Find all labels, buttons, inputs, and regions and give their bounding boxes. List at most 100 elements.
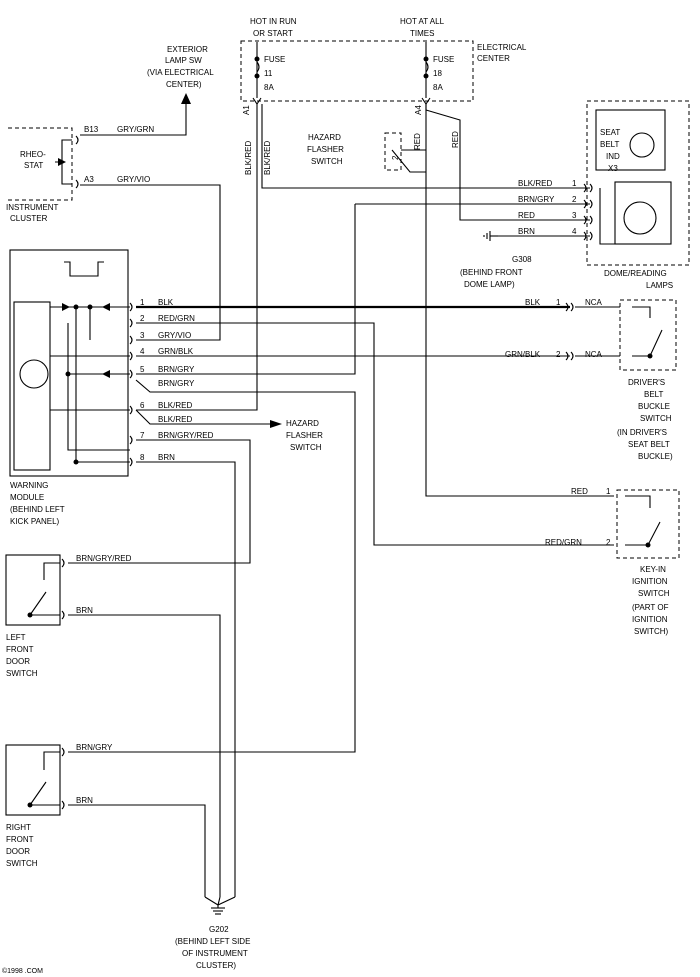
rheostat-wiper-icon xyxy=(58,158,66,166)
fuse-18-symbol xyxy=(425,61,429,73)
ignition-label-2: IGNITION xyxy=(632,577,668,586)
exterior-lamp-label-3: (VIA ELECTRICAL xyxy=(147,68,214,77)
ignition-switch-box xyxy=(616,489,680,559)
right-front-door-switch: BRN/GRY BRN RIGHT FRONT DOOR SWITCH xyxy=(5,743,113,868)
g308-label-2: (BEHIND FRONT xyxy=(460,268,523,277)
g202-label-4: CLUSTER) xyxy=(196,961,236,970)
ignition-wire-2-label: RED/GRN xyxy=(545,538,582,547)
blk-red-label-1: BLK/RED xyxy=(244,141,253,175)
g202-label-3: OF INSTRUMENT xyxy=(182,949,248,958)
dome-lamp-internal xyxy=(599,188,615,245)
buckle-label-7: BUCKLE) xyxy=(638,452,673,461)
buckle-connector-1 xyxy=(565,302,574,312)
right-door-label-3: DOOR xyxy=(6,847,30,856)
module-trace-7 xyxy=(75,307,130,463)
junction-dot xyxy=(73,304,79,310)
hot-at-all-times-label: HOT AT ALL xyxy=(400,17,445,26)
fuse-11-dot-bottom xyxy=(254,73,260,79)
g202-label-2: (BEHIND LEFT SIDE xyxy=(175,937,250,946)
buckle-label-5: (IN DRIVER'S xyxy=(617,428,667,437)
warning-module-pin-label: 1 xyxy=(140,298,145,307)
rheostat-label-1: RHEO- xyxy=(20,150,46,159)
buckle-nca-2-label: NCA xyxy=(585,350,603,359)
warning-module-wire-label: BLK/RED xyxy=(158,401,192,410)
hazard-arrow-label-2: FLASHER xyxy=(286,431,323,440)
g202-label-1: G202 xyxy=(209,925,229,934)
warning-module-pin-connector xyxy=(129,335,133,345)
chime-icon xyxy=(64,261,104,277)
module-trace-2 xyxy=(67,323,130,451)
left-door-label-1: LEFT xyxy=(6,633,26,642)
diode-icon-3 xyxy=(102,370,110,378)
fuse-18-label: FUSE xyxy=(433,55,454,64)
hazard-label-2: FLASHER xyxy=(307,145,344,154)
fuse-18-rating: 8A xyxy=(433,83,443,92)
warning-module-wire-label: BRN xyxy=(158,453,175,462)
wire-blk-red-dome xyxy=(261,104,590,189)
electrical-center-label: ELECTRICAL xyxy=(477,43,527,52)
left-door-switch-icon xyxy=(28,562,60,616)
seat-belt-label-2: BELT xyxy=(600,140,620,149)
rheostat-line-top xyxy=(55,139,72,163)
exterior-lamp-label-4: CENTER) xyxy=(166,80,202,89)
wire-brn-right-door-ground xyxy=(68,804,206,897)
right-door-switch-dot xyxy=(27,802,33,808)
hot-at-all-times-label-2: TIMES xyxy=(410,29,434,38)
warning-module-label-1: WARNING xyxy=(10,481,48,490)
dome-pin-label: 2 xyxy=(572,195,577,204)
warning-module-label-3: (BEHIND LEFT xyxy=(10,505,65,514)
dome-pin-label: 3 xyxy=(572,211,577,220)
warning-module-pin-label: 5 xyxy=(140,365,145,374)
warning-module-wire-label: GRN/BLK xyxy=(158,347,194,356)
wire-gry-grn xyxy=(80,104,187,136)
warning-module-pin-label: 8 xyxy=(140,453,145,462)
dome-wire-label: RED xyxy=(518,211,535,220)
pin-a4-label: A4 xyxy=(414,105,423,115)
dome-pin-label: 4 xyxy=(572,227,577,236)
warning-module-wire-label: RED/GRN xyxy=(158,314,195,323)
warning-module: WARNING MODULE (BEHIND LEFT KICK PANEL) xyxy=(9,249,129,526)
right-door-label-4: SWITCH xyxy=(6,859,38,868)
dome-pin-connector xyxy=(583,215,587,225)
hazard-flasher-switch: HAZARD FLASHER SWITCH 2 xyxy=(307,132,402,171)
g308-label-1: G308 xyxy=(512,255,532,264)
wire-gry-vio xyxy=(80,184,221,341)
left-door-label-3: DOOR xyxy=(6,657,30,666)
electrical-center-box xyxy=(240,40,474,102)
warning-module-pin-label: 3 xyxy=(140,331,145,340)
warning-module-wire-label: BLK xyxy=(158,298,174,307)
ignition-label-3: SWITCH xyxy=(638,589,670,598)
wire-red-dome xyxy=(425,104,590,221)
dome-wire-label: BLK/RED xyxy=(518,179,552,188)
hazard-label-1: HAZARD xyxy=(308,133,341,142)
left-door-wire-2-label: BRN xyxy=(76,606,93,615)
fuse-11-symbol xyxy=(256,61,260,73)
warning-module-label-2: MODULE xyxy=(10,493,44,502)
buckle-label-6: SEAT BELT xyxy=(628,440,670,449)
warning-module-inner xyxy=(13,301,51,471)
pin-a1-label: A1 xyxy=(242,105,251,115)
wire-brn-gry-dome-link xyxy=(136,204,356,375)
left-door-label-2: FRONT xyxy=(6,645,34,654)
dome-pin-connector xyxy=(589,183,593,193)
ignition-label-1: KEY-IN xyxy=(640,565,666,574)
wire-hazard-link xyxy=(391,149,426,173)
warning-module-pin-connector xyxy=(129,302,133,312)
dome-lamp-label-2: LAMPS xyxy=(646,281,673,290)
electrical-center-label-2: CENTER xyxy=(477,54,510,63)
blk-red-label-2: BLK/RED xyxy=(263,141,272,175)
hazard-switch-box xyxy=(384,132,402,171)
buckle-label-4: SWITCH xyxy=(640,414,672,423)
seat-belt-indicator-icon xyxy=(629,132,655,158)
key-in-ignition-switch: RED 1 RED/GRN 2 KEY-IN IGNITION SWITCH (… xyxy=(545,487,680,636)
warning-module-pin-label: 4 xyxy=(140,347,145,356)
warning-module-wire-label: BLK/RED xyxy=(158,415,192,424)
ground-g308: G308 (BEHIND FRONT DOME LAMP) xyxy=(460,231,532,289)
warning-module-pin-connector xyxy=(129,457,133,467)
buckle-switch-box xyxy=(619,299,677,371)
dome-wire-label: BRN xyxy=(518,227,535,236)
dome-wire-label: BRN/GRY xyxy=(518,195,555,204)
red-label-1: RED xyxy=(413,133,422,150)
